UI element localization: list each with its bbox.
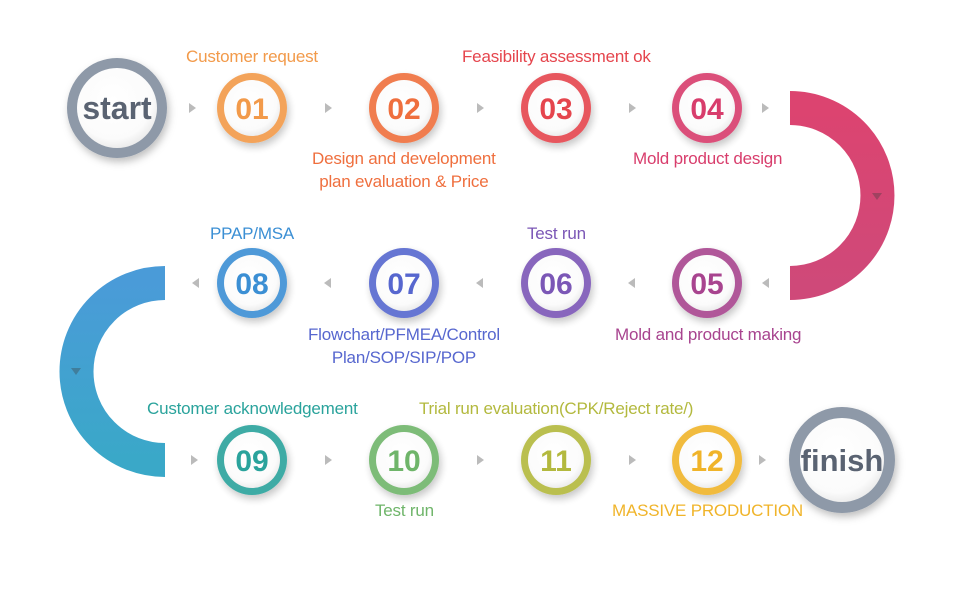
- step-caption-line: plan evaluation & Price: [319, 172, 489, 191]
- step-disc-03: [528, 80, 584, 136]
- step-number-06: 06: [539, 268, 572, 301]
- step-caption-09: Customer acknowledgement: [147, 397, 358, 420]
- start-node: [67, 58, 167, 158]
- direction-arrow-icon: [325, 103, 332, 113]
- step-disc-04: [679, 80, 735, 136]
- finish-label: finish: [801, 443, 884, 478]
- step-node-12: 12: [672, 425, 742, 495]
- flow-band-bend-right: [789, 91, 895, 300]
- direction-arrow-icon: [628, 278, 635, 288]
- finish-node-disc: [800, 418, 884, 502]
- step-caption-line: MASSIVE PRODUCTION: [612, 501, 803, 520]
- step-number-08: 08: [235, 268, 268, 301]
- step-disc-10: [376, 432, 432, 488]
- step-number-01: 01: [235, 93, 268, 126]
- step-disc-12: [679, 432, 735, 488]
- step-number-03: 03: [539, 93, 572, 126]
- finish-node: [789, 407, 895, 513]
- step-caption-03: Feasibility assessment ok: [462, 45, 651, 68]
- direction-arrow-icon: [629, 455, 636, 465]
- step-caption-12: MASSIVE PRODUCTION: [612, 499, 803, 522]
- step-disc-02: [376, 80, 432, 136]
- flow-band-bend-left: [59, 266, 166, 477]
- step-caption-10: Test run: [375, 499, 434, 522]
- direction-arrow-icon: [872, 193, 882, 200]
- step-node-06: 06: [521, 248, 591, 318]
- step-caption-line: Plan/SOP/SIP/POP: [331, 348, 477, 367]
- step-caption-06: Test run: [527, 222, 586, 245]
- step-disc-05: [679, 255, 735, 311]
- step-caption-04: Mold product design: [633, 147, 782, 170]
- direction-arrow-icon: [189, 103, 196, 113]
- direction-arrow-icon: [477, 455, 484, 465]
- direction-arrow-icon: [476, 278, 483, 288]
- step-disc-11: [528, 432, 584, 488]
- step-node-10: 10: [369, 425, 439, 495]
- step-number-04: 04: [690, 93, 724, 126]
- direction-arrow-icon: [324, 278, 331, 288]
- direction-arrow-icon: [762, 278, 769, 288]
- step-number-07: 07: [387, 268, 420, 301]
- step-nodes: 01 02 03 04 05 06 07 08 09 10 11 12: [217, 73, 742, 495]
- step-caption-line: Test run: [375, 501, 434, 520]
- step-caption-02: Design and development plan evaluation & …: [312, 147, 496, 193]
- step-disc-01: [224, 80, 280, 136]
- direction-arrow-icon: [477, 103, 484, 113]
- direction-arrow-icon: [759, 455, 766, 465]
- step-disc-07: [376, 255, 432, 311]
- step-number-05: 05: [690, 268, 723, 301]
- direction-arrow-icon: [192, 278, 199, 288]
- step-node-05: 05: [672, 248, 742, 318]
- step-node-08: 08: [217, 248, 287, 318]
- step-node-02: 02: [369, 73, 439, 143]
- step-node-11: 11: [521, 425, 591, 495]
- step-disc-08: [224, 255, 280, 311]
- step-caption-line: Test run: [527, 224, 586, 243]
- direction-arrow-icon: [71, 368, 81, 375]
- step-number-11: 11: [540, 445, 572, 478]
- step-caption-line: Feasibility assessment ok: [462, 47, 651, 66]
- step-caption-line: PPAP/MSA: [210, 224, 295, 243]
- step-caption-line: Design and development: [312, 149, 496, 168]
- step-caption-line: Trial run evaluation(CPK/Reject rate/): [419, 399, 694, 418]
- direction-arrow-icon: [191, 455, 198, 465]
- step-node-01: 01: [217, 73, 287, 143]
- step-disc-09: [224, 432, 280, 488]
- direction-arrow-icon: [325, 455, 332, 465]
- step-caption-line: Customer acknowledgement: [147, 399, 358, 418]
- step-number-09: 09: [235, 445, 268, 478]
- step-caption-line: Mold and product making: [615, 325, 802, 344]
- step-caption-line: Flowchart/PFMEA/Control: [308, 325, 500, 344]
- step-number-12: 12: [690, 445, 723, 478]
- direction-arrow-icon: [629, 103, 636, 113]
- start-label: start: [82, 90, 152, 126]
- step-number-10: 10: [387, 445, 420, 478]
- start-node-disc: [77, 68, 157, 148]
- step-caption-line: Customer request: [186, 47, 318, 66]
- step-caption-11: Trial run evaluation(CPK/Reject rate/): [419, 397, 693, 420]
- step-disc-06: [528, 255, 584, 311]
- step-caption-08: PPAP/MSA: [210, 222, 294, 245]
- step-caption-line: Mold product design: [633, 149, 783, 168]
- step-node-03: 03: [521, 73, 591, 143]
- step-number-02: 02: [387, 93, 420, 126]
- step-node-09: 09: [217, 425, 287, 495]
- direction-arrows: [71, 103, 882, 465]
- direction-arrow-icon: [762, 103, 769, 113]
- step-caption-01: Customer request: [186, 45, 318, 68]
- step-caption-05: Mold and product making: [615, 323, 801, 346]
- step-node-07: 07: [369, 248, 439, 318]
- step-node-04: 04: [672, 73, 742, 143]
